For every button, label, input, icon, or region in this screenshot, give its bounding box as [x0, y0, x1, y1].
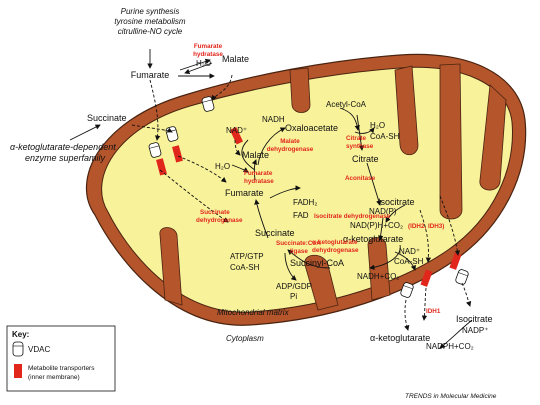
malate-dh-label: Malate	[280, 138, 300, 145]
isocitrate-cyto: Isocitrate	[456, 314, 493, 324]
akgdh-label-2: dehydrogenase	[312, 247, 359, 254]
malate-label: Malate	[242, 150, 269, 160]
vdac-icon	[400, 282, 414, 298]
fumarate-hydratase-inner: Fumarate	[244, 170, 273, 177]
cytoplasm-label: Cytoplasm	[226, 334, 264, 343]
citrulline-label: citrulline-NO cycle	[118, 27, 183, 36]
vdac-icon	[201, 96, 215, 112]
akg-family-label: α-ketoglutarate-dependent	[10, 142, 116, 152]
malate-outside: Malate	[222, 54, 249, 64]
transporter	[420, 269, 433, 287]
legend-frame	[6, 325, 116, 392]
succinate-label: Succinate	[255, 228, 295, 238]
membrane-transporters	[148, 96, 469, 298]
isocitrate-label: Isocitrate	[378, 197, 415, 207]
succinate-dh-label: Succinate	[200, 209, 230, 216]
atp-gtp-label: ATP/GTP	[230, 252, 264, 261]
fumarate-outside: Fumarate	[131, 70, 170, 80]
citrate-label: Citrate	[352, 154, 379, 164]
fumarate-hydratase-label: Fumarate	[194, 43, 223, 50]
nadph-co2-label: NAD(P)H+CO₂	[350, 221, 403, 230]
akg-cyto: α-ketoglutarate	[370, 333, 430, 343]
legend-transporter-2: (inner membrane)	[28, 374, 80, 381]
succinylcoa-label: Succinyl-CoA	[290, 258, 344, 268]
legend-transporter: Metabolite transporters	[28, 365, 95, 372]
legend-box: Key: VDAC Metabolite transporters (inner…	[6, 325, 116, 392]
idh1-label: IDH1	[426, 308, 441, 315]
scl-label: Succinate:CoA	[276, 240, 321, 247]
fumarate-label: Fumarate	[225, 188, 264, 198]
arrows	[69, 49, 473, 349]
crista	[289, 67, 311, 113]
footer-credit: TRENDS in Molecular Medicine	[405, 393, 497, 400]
nadph-co2-cyto: NADPH+CO₂	[426, 342, 474, 351]
coash-top: CoA-SH	[370, 132, 400, 141]
matrix-label: Mitochondrial matrix	[217, 308, 290, 317]
crista	[159, 227, 183, 306]
transporter	[172, 145, 183, 163]
idh-label: Isocitrate dehydrogenase	[314, 213, 391, 220]
nadplus-label: NAD⁺	[226, 126, 247, 135]
succinate-outside: Succinate	[87, 113, 127, 123]
succinate-dh-label-2: dehydrogenase	[196, 217, 243, 224]
legend-vdac: VDAC	[28, 345, 50, 354]
akg-family-label-2: enzyme superfamily	[25, 153, 106, 163]
vdac-icon	[12, 341, 24, 357]
nadh-label: NADH	[262, 115, 285, 124]
idh-label-2: (IDH2, IDH3)	[408, 223, 444, 230]
malate-dh-label-2: dehydrogenase	[267, 146, 314, 153]
h2o-mid: H₂O	[215, 162, 230, 171]
coash3-label: CoA-SH	[230, 263, 260, 272]
citrate-synthase-label-2: synthase	[346, 143, 374, 150]
transporter-swatch	[14, 364, 22, 378]
nadplus2-label: NAD⁺	[399, 247, 420, 256]
h2o-outside: H₂O	[196, 59, 211, 68]
legend-title: Key:	[12, 330, 29, 339]
transporter	[449, 252, 462, 270]
fumarate-hydratase-label-2: hydratase	[193, 51, 223, 58]
coash2-label: CoA-SH	[394, 257, 424, 266]
oxaloacetate-label: Oxaloacetate	[285, 123, 338, 133]
mitochondrion	[86, 53, 527, 326]
vdac-icon	[455, 269, 469, 285]
purine-label: Purine synthesis	[121, 7, 180, 16]
crista	[479, 84, 507, 191]
fumarate-hydratase-inner-2: hydratase	[244, 178, 274, 185]
crista	[394, 65, 419, 156]
crista	[304, 254, 339, 311]
nadh-co2-label: NADH+CO₂	[357, 272, 399, 281]
crista	[439, 63, 463, 220]
fadh2-label: FADH₂	[293, 198, 317, 207]
pi-label: Pi	[290, 292, 297, 301]
scl-label-2: ligase	[290, 248, 308, 255]
akg-label: α-ketoglutarate	[343, 234, 403, 244]
vdac-icon	[148, 142, 162, 158]
nadp-label: NAD(P)	[369, 207, 397, 216]
citrate-synthase-label: Citrate	[346, 135, 366, 142]
akgdh-label: α-ketoglutarate	[312, 239, 358, 246]
nadpplus-label: NADP⁺	[462, 326, 488, 335]
adp-gdp-label: ADP/GDP	[276, 282, 312, 291]
aconitase-label: Aconitase	[345, 175, 376, 182]
fad-label: FAD	[293, 211, 309, 220]
h2o-top: H₂O	[370, 121, 385, 130]
tyrosine-label: tyrosine metabolism	[114, 17, 185, 26]
acetylcoa-label: Acetyl-CoA	[326, 100, 367, 109]
transporter	[229, 127, 244, 145]
transporter	[156, 158, 167, 176]
